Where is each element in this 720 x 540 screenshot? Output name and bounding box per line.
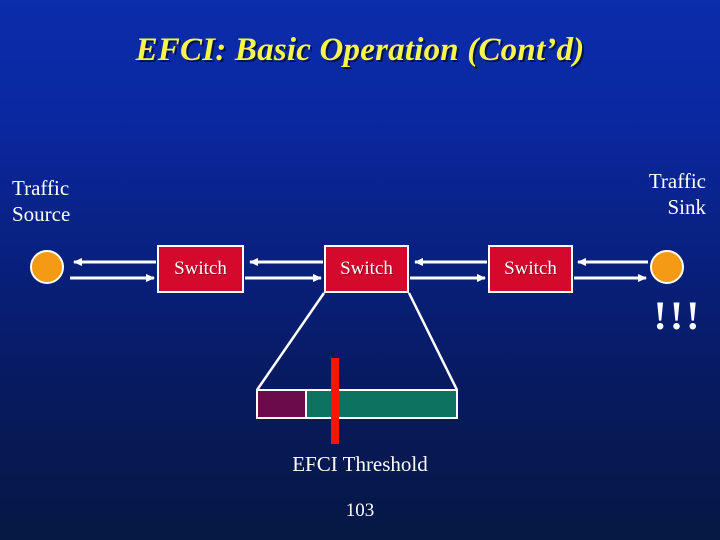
switch-node-2: Switch bbox=[324, 245, 409, 293]
switch-node-1-label: Switch bbox=[174, 258, 227, 279]
traffic-source-label: Traffic Source bbox=[12, 176, 71, 226]
slide-number: 103 bbox=[345, 500, 375, 521]
traffic-sink-node-icon bbox=[650, 250, 684, 284]
congestion-alert-marks: !!! bbox=[653, 293, 703, 338]
switch-node-2-label: Switch bbox=[340, 258, 393, 279]
traffic-sink-label: Traffic Sink bbox=[648, 169, 706, 219]
queue-empty-segment bbox=[305, 391, 456, 417]
page-title: EFCI: Basic Operation (Cont’d) bbox=[135, 32, 585, 68]
efci-threshold-marker bbox=[331, 358, 339, 444]
queue-funnel-left-edge bbox=[255, 292, 326, 391]
switch-node-3: Switch bbox=[488, 245, 573, 293]
switch-queue-bar bbox=[256, 389, 458, 419]
queue-filled-segment bbox=[258, 391, 305, 417]
efci-threshold-caption: EFCI Threshold bbox=[292, 452, 428, 476]
queue-funnel-right-edge bbox=[407, 292, 459, 391]
switch-node-1: Switch bbox=[157, 245, 244, 293]
traffic-source-node-icon bbox=[30, 250, 64, 284]
switch-node-3-label: Switch bbox=[504, 258, 557, 279]
